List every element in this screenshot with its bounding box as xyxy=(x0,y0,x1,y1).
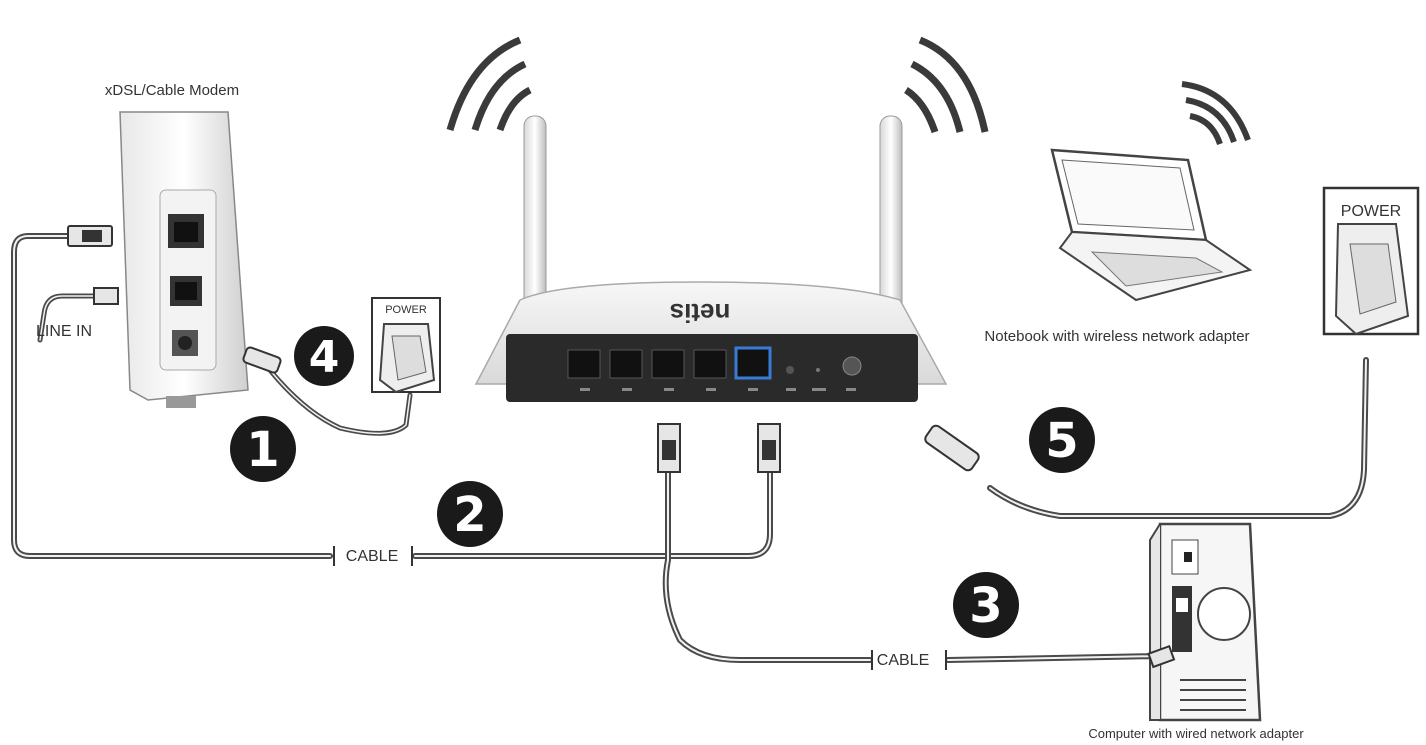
line-in-label: LINE IN xyxy=(36,323,92,340)
svg-text:4: 4 xyxy=(309,332,340,383)
wan-plug xyxy=(757,423,781,473)
step-badge-4: 4 xyxy=(294,326,354,386)
cable-label-bottom: CABLE xyxy=(877,652,929,669)
modem-power-plug xyxy=(242,346,282,374)
power-label-right: POWER xyxy=(1341,203,1401,220)
desktop-computer xyxy=(1147,522,1262,722)
line-in-plug xyxy=(93,287,119,305)
router-wifi-signal-left xyxy=(446,36,532,132)
notebook-label: Notebook with wireless network adapter xyxy=(984,328,1249,345)
power-outlet-right xyxy=(1322,186,1420,336)
router-wan-port xyxy=(734,346,772,380)
svg-text:1: 1 xyxy=(246,422,279,478)
router-lan-ports xyxy=(567,349,727,379)
power-outlet-left xyxy=(371,297,441,394)
svg-text:2: 2 xyxy=(453,487,486,543)
power-label-left: POWER xyxy=(385,304,427,316)
cable-label-top: CABLE xyxy=(346,548,398,565)
router: netis xyxy=(474,115,948,402)
cables xyxy=(11,233,1369,663)
router-brand-logo: netis xyxy=(670,298,731,328)
step-badge-3: 3 xyxy=(953,572,1019,638)
step-badge-5: 5 xyxy=(1029,407,1095,473)
router-wifi-signal-right xyxy=(904,36,989,134)
modem xyxy=(119,111,249,408)
notebook xyxy=(1050,148,1253,302)
step-badge-2: 2 xyxy=(437,481,503,547)
svg-text:3: 3 xyxy=(969,578,1002,634)
computer-label: Computer with wired network adapter xyxy=(1088,726,1304,741)
modem-wan-plug xyxy=(67,225,113,247)
step-badge-1: 1 xyxy=(230,416,296,482)
router-power-plug xyxy=(924,424,980,472)
notebook-wifi-signal xyxy=(1181,81,1251,146)
modem-label: xDSL/Cable Modem xyxy=(105,82,239,99)
lan-plug xyxy=(657,423,681,473)
svg-text:5: 5 xyxy=(1045,413,1078,469)
